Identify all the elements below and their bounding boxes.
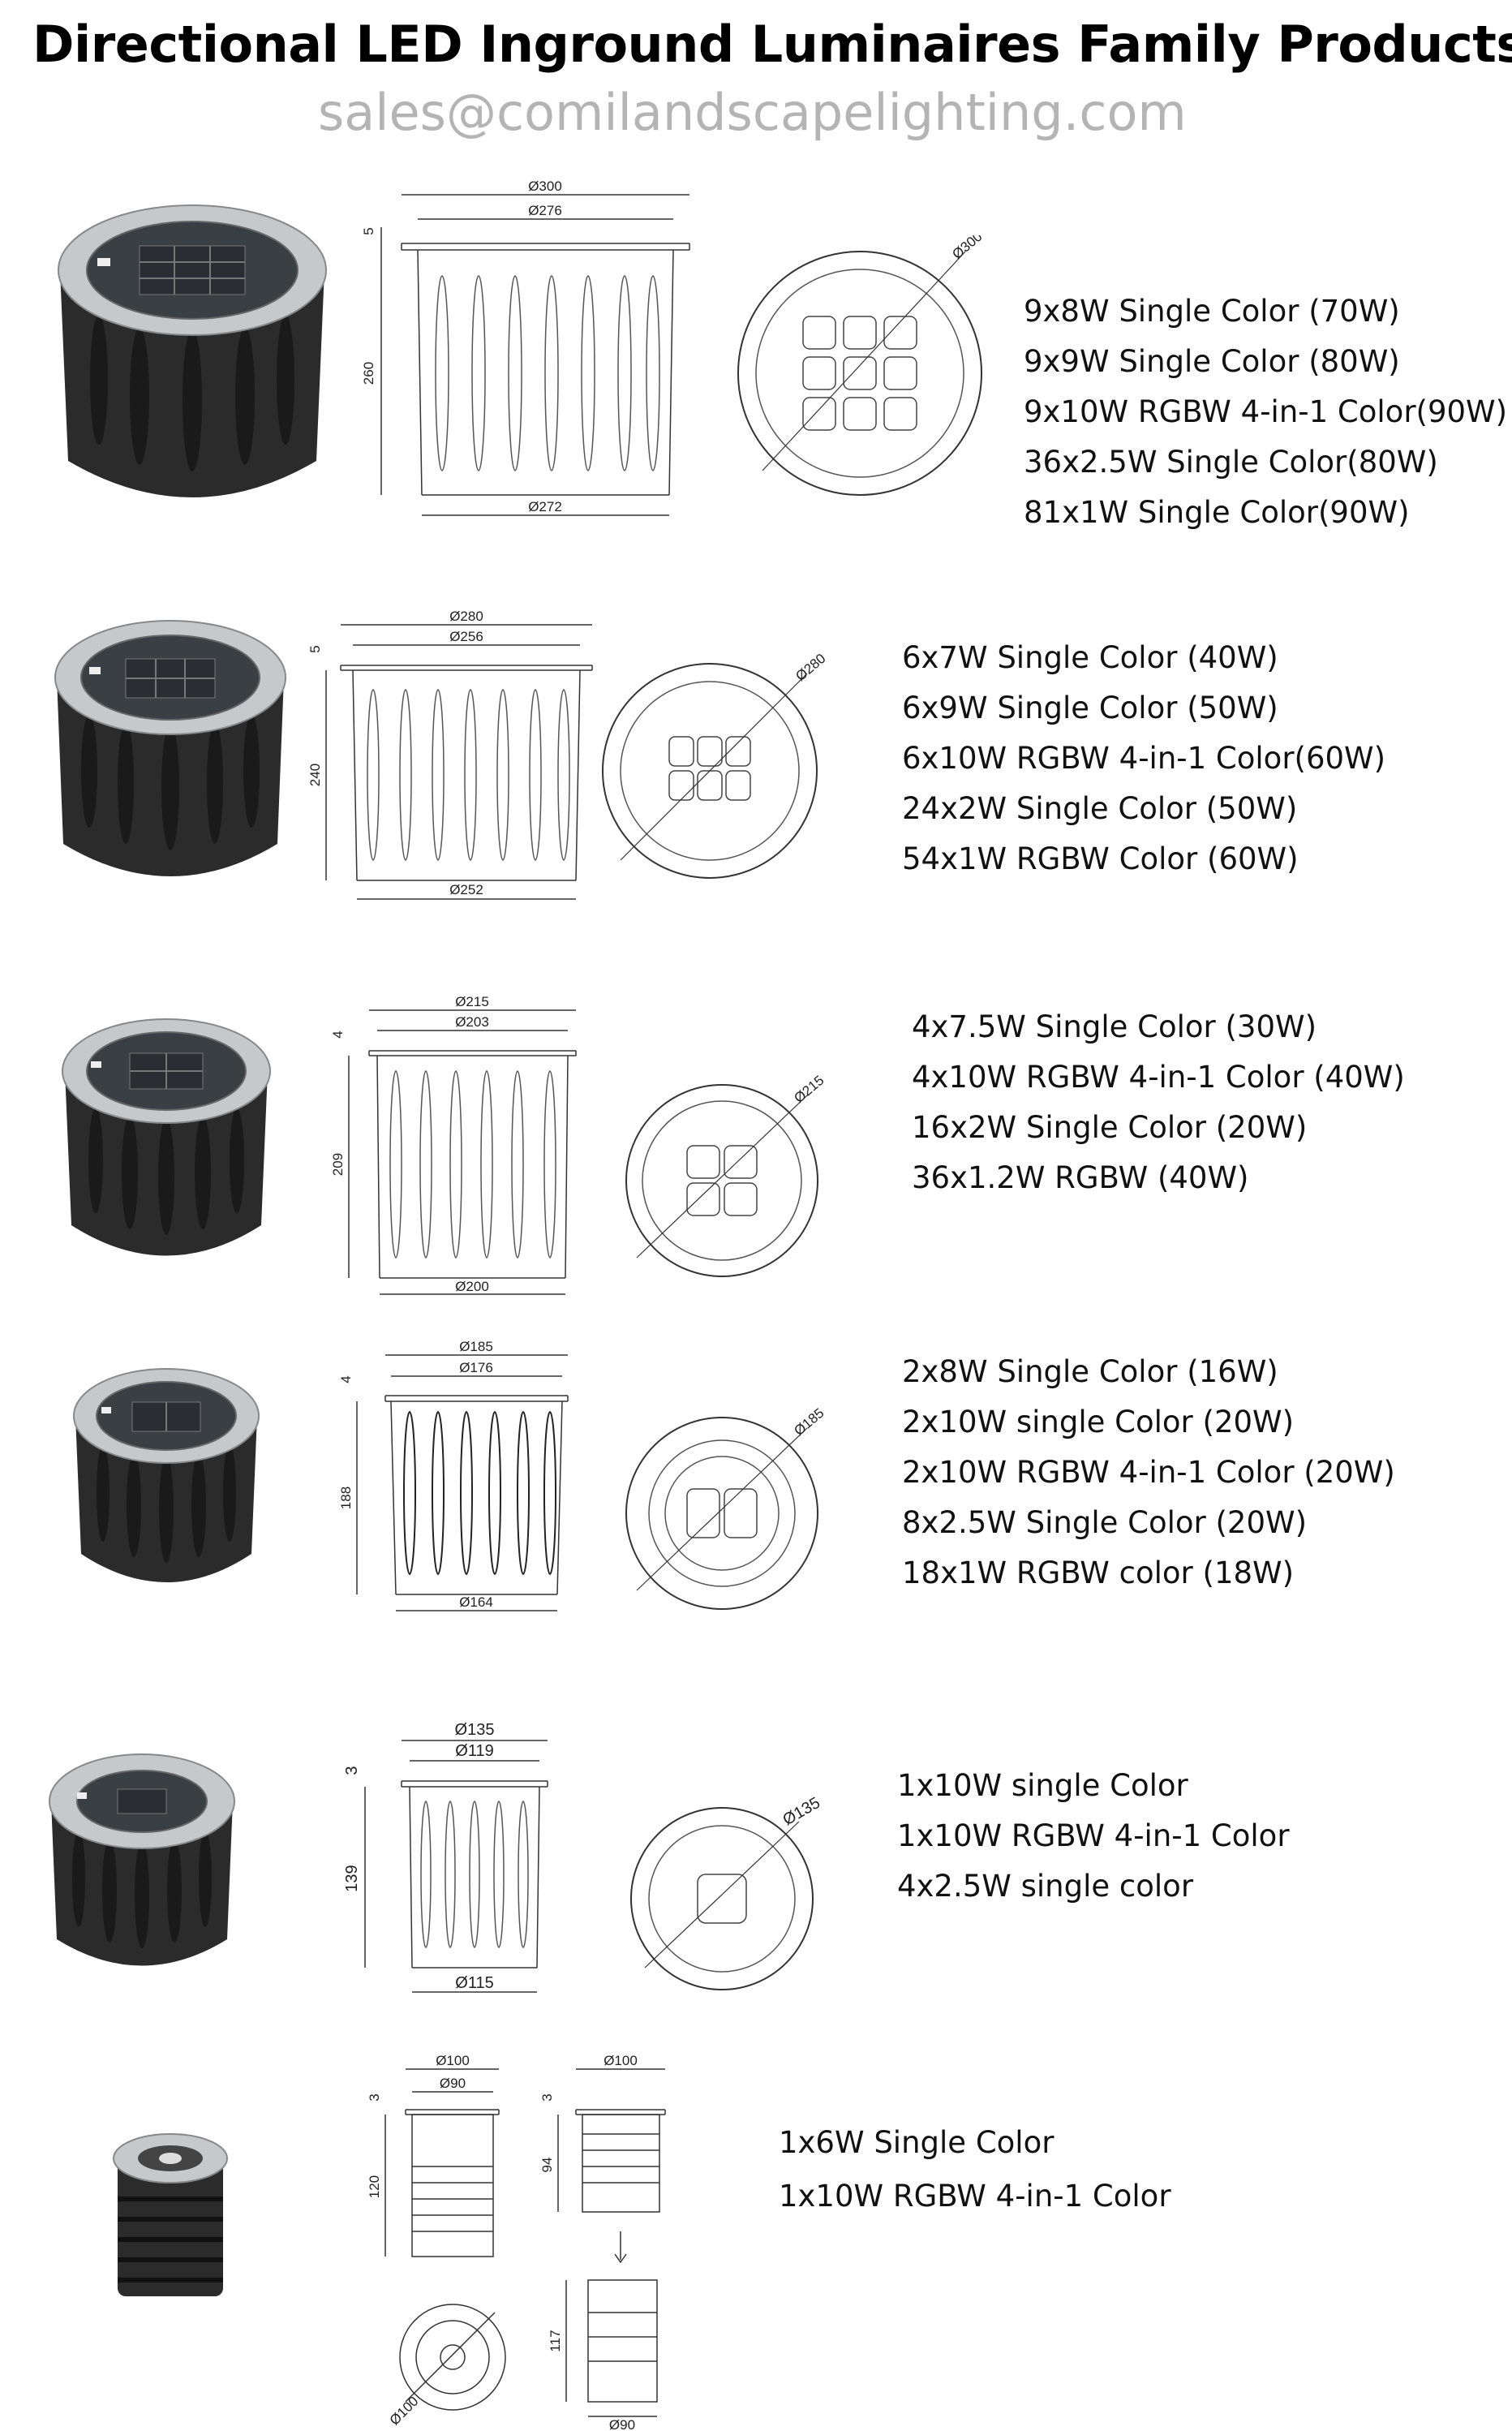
product-photo (73, 1368, 260, 1582)
spec-item: 24x2W Single Color (50W) (902, 791, 1298, 826)
dim-top-outer: Ø135 (455, 1721, 495, 1739)
spec-item: 2x8W Single Color (16W) (902, 1354, 1278, 1389)
dim-height: 188 (338, 1487, 354, 1509)
spec-item: 1x10W RGBW 4-in-1 Color (779, 2179, 1171, 2214)
product-photo (113, 2133, 228, 2296)
dim-top-inner: Ø256 (449, 629, 483, 644)
spec-item: 18x1W RGBW color (18W) (902, 1555, 1295, 1590)
dim-side-height: 94 (539, 2158, 555, 2173)
spec-item: 2x10W single Color (20W) (902, 1405, 1295, 1439)
spec-item: 81x1W Single Color(90W) (1024, 495, 1410, 530)
dim-top-outer: Ø215 (455, 994, 489, 1009)
product-photo (58, 204, 327, 497)
dim-flange: 3 (367, 2093, 382, 2101)
dim-bottom: Ø272 (528, 499, 562, 514)
dim-top-inner: Ø90 (440, 2076, 466, 2091)
dim-top-outer: Ø185 (459, 1339, 493, 1354)
product-photo (49, 1753, 235, 1966)
dim-top-inner: Ø176 (459, 1360, 493, 1375)
product-row-4: Ø185 Ø176 4 188 Ø164 Ø185 2x8W Single Co… (0, 1331, 1512, 1655)
spec-item: 54x1W RGBW Color (60W) (902, 841, 1299, 876)
spec-item: 1x6W Single Color (779, 2125, 1055, 2160)
product-photo (54, 620, 286, 876)
dim-flange: 5 (308, 645, 323, 652)
spec-item: 6x10W RGBW 4-in-1 Color(60W) (902, 741, 1386, 776)
side-view-drawing: Ø135 Ø119 3 139 Ø115 (343, 1721, 548, 1993)
spec-item: 4x7.5W Single Color (30W) (912, 1009, 1317, 1044)
dim-top-inner: Ø276 (528, 203, 562, 218)
product-row-5: Ø135 Ø119 3 139 Ø115 Ø135 1x10W single C… (0, 1712, 1512, 2020)
dim-plan: Ø100 (387, 2394, 422, 2429)
spec-item: 1x10W RGBW 4-in-1 Color (897, 1818, 1290, 1853)
contact-email[interactable]: sales@comilandscapelighting.com (318, 83, 1187, 142)
plan-view-drawing: Ø280 (602, 651, 828, 879)
dim-plan: Ø215 (791, 1073, 827, 1106)
dim-top-inner: Ø203 (455, 1014, 489, 1030)
product-row-6: Ø100 Ø90 3 120 Ø100 3 94 117 Ø90 Ø100 1x… (0, 2045, 1512, 2431)
spec-item: 4x2.5W single color (897, 1869, 1194, 1904)
dim-bottom: Ø164 (459, 1594, 493, 1610)
dim-box-height: 117 (548, 2330, 563, 2351)
spec-item: 16x2W Single Color (20W) (912, 1110, 1308, 1145)
plan-view-drawing: Ø135 (630, 1794, 823, 1990)
dim-top-outer: Ø300 (528, 179, 562, 194)
spec-list: 1x6W Single Color 1x10W RGBW 4-in-1 Colo… (779, 2116, 1171, 2223)
dim-height: 209 (330, 1153, 346, 1176)
dim-height: 240 (308, 764, 323, 786)
spec-item: 9x10W RGBW 4-in-1 Color(90W) (1024, 394, 1508, 429)
spec-item: 36x1.2W RGBW (40W) (912, 1160, 1249, 1195)
dim-bottom: Ø252 (449, 882, 483, 897)
dim-plan: Ø300 (949, 235, 985, 262)
spec-list: 9x8W Single Color (70W) 9x9W Single Colo… (1024, 286, 1507, 538)
product-row-1: Ø300 Ø276 5 260 Ø272 Ø300 9x8W Single Co… (0, 179, 1512, 552)
spec-list: 1x10W single Color 1x10W RGBW 4-in-1 Col… (897, 1761, 1290, 1912)
dim-flange: 4 (338, 1375, 354, 1383)
side-view-drawing: Ø215 Ø203 4 209 Ø200 (330, 994, 577, 1295)
plan-view-drawing: Ø300 (737, 235, 985, 496)
spec-item: 6x7W Single Color (40W) (902, 640, 1278, 675)
spec-item: 9x9W Single Color (80W) (1024, 344, 1400, 379)
dim-height: 120 (367, 2175, 382, 2198)
dim-box-bottom: Ø90 (609, 2417, 635, 2431)
dim-height: 260 (361, 362, 376, 385)
spec-item: 1x10W single Color (897, 1768, 1188, 1803)
spec-list: 2x8W Single Color (16W) 2x10W single Col… (902, 1347, 1395, 1598)
dim-bottom: Ø115 (455, 1974, 493, 1992)
dim-bottom: Ø200 (455, 1279, 489, 1294)
page-title: Directional LED Inground Luminaires Fami… (32, 15, 1512, 74)
dim-height: 139 (343, 1865, 361, 1891)
side-view-drawing: Ø280 Ø256 5 240 Ø252 (308, 609, 593, 900)
spec-item: 8x2.5W Single Color (20W) (902, 1505, 1308, 1540)
spec-item: 6x9W Single Color (50W) (902, 691, 1278, 725)
dim-side-top: Ø100 (604, 2053, 638, 2068)
spec-item: 9x8W Single Color (70W) (1024, 294, 1400, 329)
dim-plan: Ø280 (793, 651, 828, 684)
spec-list: 4x7.5W Single Color (30W) 4x10W RGBW 4-i… (912, 1002, 1405, 1203)
spec-item: 4x10W RGBW 4-in-1 Color (40W) (912, 1060, 1405, 1095)
dim-side-flange: 3 (539, 2093, 555, 2101)
plan-view-drawing: Ø215 (625, 1073, 827, 1277)
spec-item: 2x10W RGBW 4-in-1 Color (20W) (902, 1455, 1395, 1490)
product-photo (62, 1018, 271, 1256)
spec-item: 36x2.5W Single Color(80W) (1024, 445, 1438, 480)
dim-flange: 4 (330, 1030, 346, 1038)
side-view-drawing: Ø100 Ø90 3 120 Ø100 3 94 117 Ø90 Ø100 (367, 2053, 666, 2431)
product-row-2: Ø280 Ø256 5 240 Ø252 Ø280 6x7W Single Co… (0, 600, 1512, 925)
dim-top-outer: Ø100 (436, 2053, 470, 2068)
plan-view-drawing: Ø185 (625, 1405, 827, 1610)
dim-flange: 5 (361, 227, 376, 234)
product-row-3: Ø215 Ø203 4 209 Ø200 Ø215 4x7.5W Single … (0, 986, 1512, 1310)
side-view-drawing: Ø300 Ø276 5 260 Ø272 (361, 179, 690, 516)
spec-list: 6x7W Single Color (40W) 6x9W Single Colo… (902, 633, 1385, 884)
side-view-drawing: Ø185 Ø176 4 188 Ø164 (338, 1339, 569, 1611)
dim-flange: 3 (343, 1766, 361, 1775)
dim-plan: Ø185 (791, 1405, 827, 1439)
dim-plan: Ø135 (780, 1794, 823, 1830)
dim-top-inner: Ø119 (455, 1742, 493, 1760)
dim-top-outer: Ø280 (449, 609, 483, 624)
